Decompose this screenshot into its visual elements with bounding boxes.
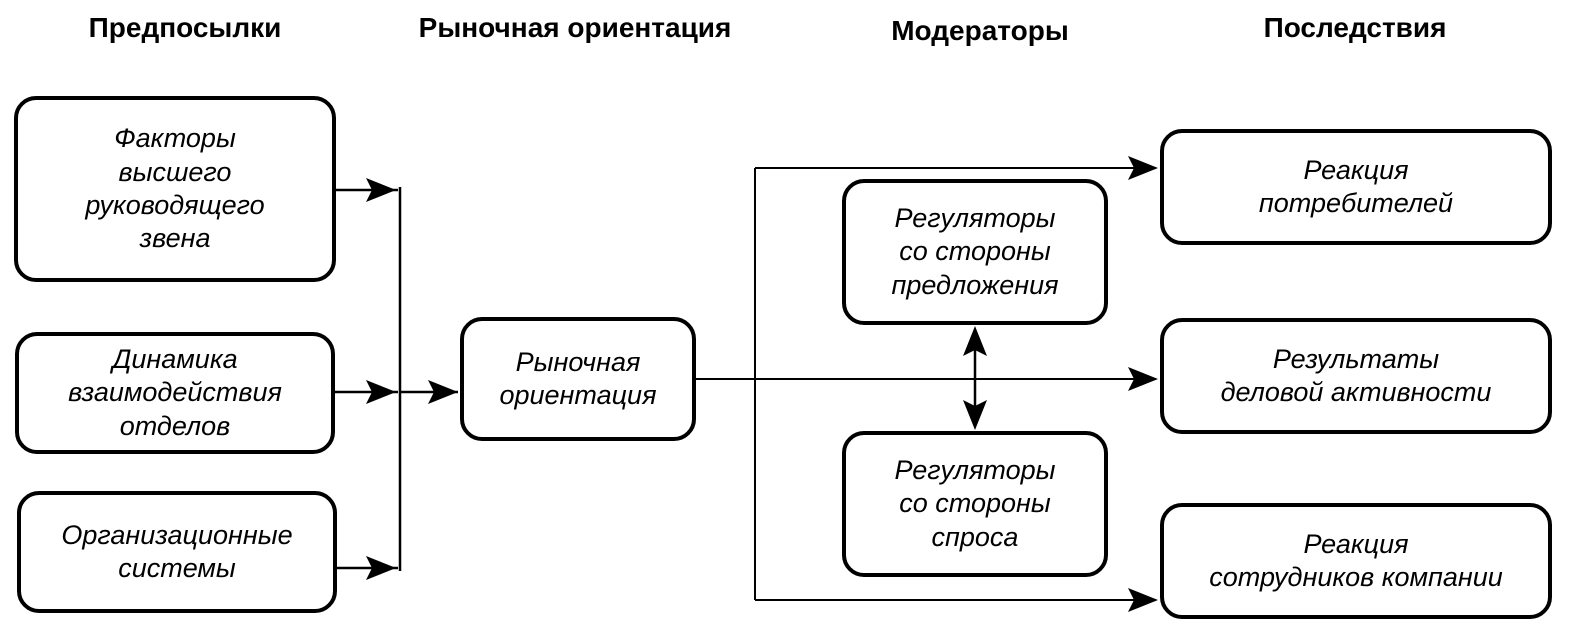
box-market-orientation-label: Рыночная ориентация [499,346,657,410]
box-demand-regulators: Регуляторы со стороны спроса [842,431,1108,577]
box-interdepartmental-label: Динамика взаимодействия отделов [68,343,282,441]
regulators-arrowheads [963,326,987,430]
arrowhead-supply [963,326,987,356]
box-interdepartmental-dynamics: Динамика взаимодействия отделов [15,332,335,454]
arrowhead-to-mo [428,380,458,404]
box-market-orientation: Рыночная ориентация [460,317,696,441]
box-business-results: Результаты деловой активности [1160,318,1552,434]
arrowhead-demand [963,400,987,430]
consequence-arrowheads [1128,156,1158,612]
antecedent-arrowheads [366,178,458,580]
box-customer-response-label: Реакция потребителей [1258,154,1454,218]
header-moderators: Модераторы [891,15,1069,46]
antecedent-arrows [335,187,458,571]
box-supply-regulators: Регуляторы со стороны предложения [842,179,1108,325]
box-demand-regulators-label: Регуляторы со стороны спроса [894,454,1056,552]
box-top-management-label: Факторы высшего руководящего звена [85,123,265,254]
box-customer-response: Реакция потребителей [1160,129,1552,245]
arrowhead-business [1128,367,1158,391]
arrowhead-customer [1128,156,1158,180]
box-business-results-label: Результаты деловой активности [1220,343,1492,407]
box-organizational-systems: Организационные системы [17,491,337,613]
header-consequences: Последствия [1263,12,1447,43]
header-antecedents: Предпосылки [88,12,282,43]
header-market-orientation: Рыночная ориентация [418,12,732,43]
arrowhead-org-systems [366,556,396,580]
box-supply-regulators-label: Регуляторы со стороны предложения [891,202,1059,300]
arrowhead-top-management [366,178,396,202]
arrowhead-employee [1128,588,1158,612]
box-employee-response-label: Реакция сотрудников компании [1209,528,1503,592]
box-top-management-factors: Факторы высшего руководящего звена [14,96,336,282]
arrowhead-interdepartmental [366,380,396,404]
box-employee-response: Реакция сотрудников компании [1160,503,1552,619]
box-org-systems-label: Организационные системы [61,519,293,583]
